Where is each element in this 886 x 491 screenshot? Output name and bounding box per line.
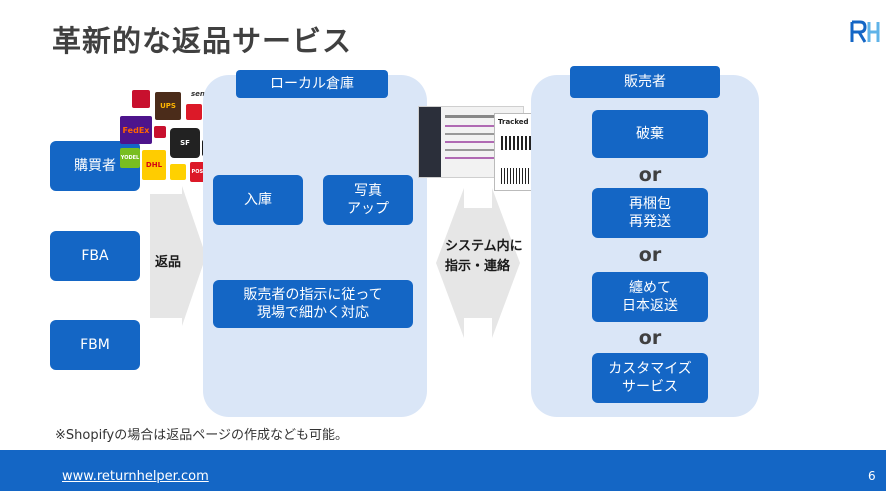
photo-upload-box: 写真 アップ [323,175,413,225]
fba-box: FBA [50,231,140,281]
returnhelper-logo [848,18,880,46]
task-label-line2: 現場で細かく対応 [257,305,369,321]
dashboard-row [445,149,515,151]
task-label-line1: 販売者の指示に従って [243,287,383,303]
seller-header-label: 販売者 [624,74,666,90]
fedex-logo: FedEx [120,116,152,144]
dashboard-row [445,125,515,127]
footer-url-link[interactable]: www.returnhelper.com [62,469,209,484]
dashboard-sidebar [419,107,441,177]
or-label: or [638,244,662,266]
system-label-line2: 指示・連絡 [445,259,511,274]
consolidate-option-box: 纏めて 日本返送 [592,272,708,322]
or-label: or [638,327,662,349]
custom-service-option-box: カスタマイズ サービス [592,353,708,403]
repack-option-box: 再梱包 再発送 [592,188,708,238]
repack-label-line2: 再発送 [629,214,671,230]
return-label: 返品 [155,255,182,270]
laposte-icon [170,164,186,180]
repack-label-line1: 再梱包 [629,196,671,212]
warehouse-panel [203,75,427,417]
dashboard-row [445,141,515,143]
or-label: or [638,164,662,186]
carrier-logo-icon [132,90,150,108]
tracked-label: Tracked 48 [498,118,541,126]
warehouse-header-label: ローカル倉庫 [270,76,354,92]
inbound-label: 入庫 [244,192,272,208]
custom-label-line2: サービス [622,379,678,395]
buyer-label: 購買者 [74,158,116,174]
dispose-option-box: 破棄 [592,110,708,158]
shopify-note: ※Shopifyの場合は返品ページの作成なども可能。 [55,428,348,443]
carrier-small-icon [154,126,166,138]
page-title: 革新的な返品サービス [52,24,353,58]
fbm-label: FBM [80,337,110,353]
ups-logo: UPS [155,92,181,120]
post-icon [186,104,202,120]
dashboard-row [445,157,515,159]
consolidate-label-line1: 纏めて [629,280,671,296]
dashboard-row [445,133,515,135]
inbound-box: 入庫 [213,175,303,225]
yodel-logo: YODEL [120,148,140,168]
dashboard-row [445,115,515,118]
dispose-label: 破棄 [636,126,664,142]
double-arrow-icon [436,188,520,338]
dhl-logo: DHL [142,150,166,180]
barcode-icon [501,136,535,150]
footer-bar [0,450,886,491]
sf-express-logo: SF [170,128,200,158]
page-number: 6 [868,469,876,483]
fba-label: FBA [81,248,109,264]
return-arrow-icon [150,186,206,326]
warehouse-header: ローカル倉庫 [236,70,388,98]
photo-label-line2: アップ [347,201,389,217]
system-label-line1: システム内に [445,239,523,254]
photo-label-line1: 写真 [354,183,382,199]
barcode-icon [501,168,535,184]
custom-label-line1: カスタマイズ [608,361,692,377]
fbm-box: FBM [50,320,140,370]
instruction-task-box: 販売者の指示に従って 現場で細かく対応 [213,280,413,328]
seller-header: 販売者 [570,66,720,98]
consolidate-label-line2: 日本返送 [622,298,678,314]
